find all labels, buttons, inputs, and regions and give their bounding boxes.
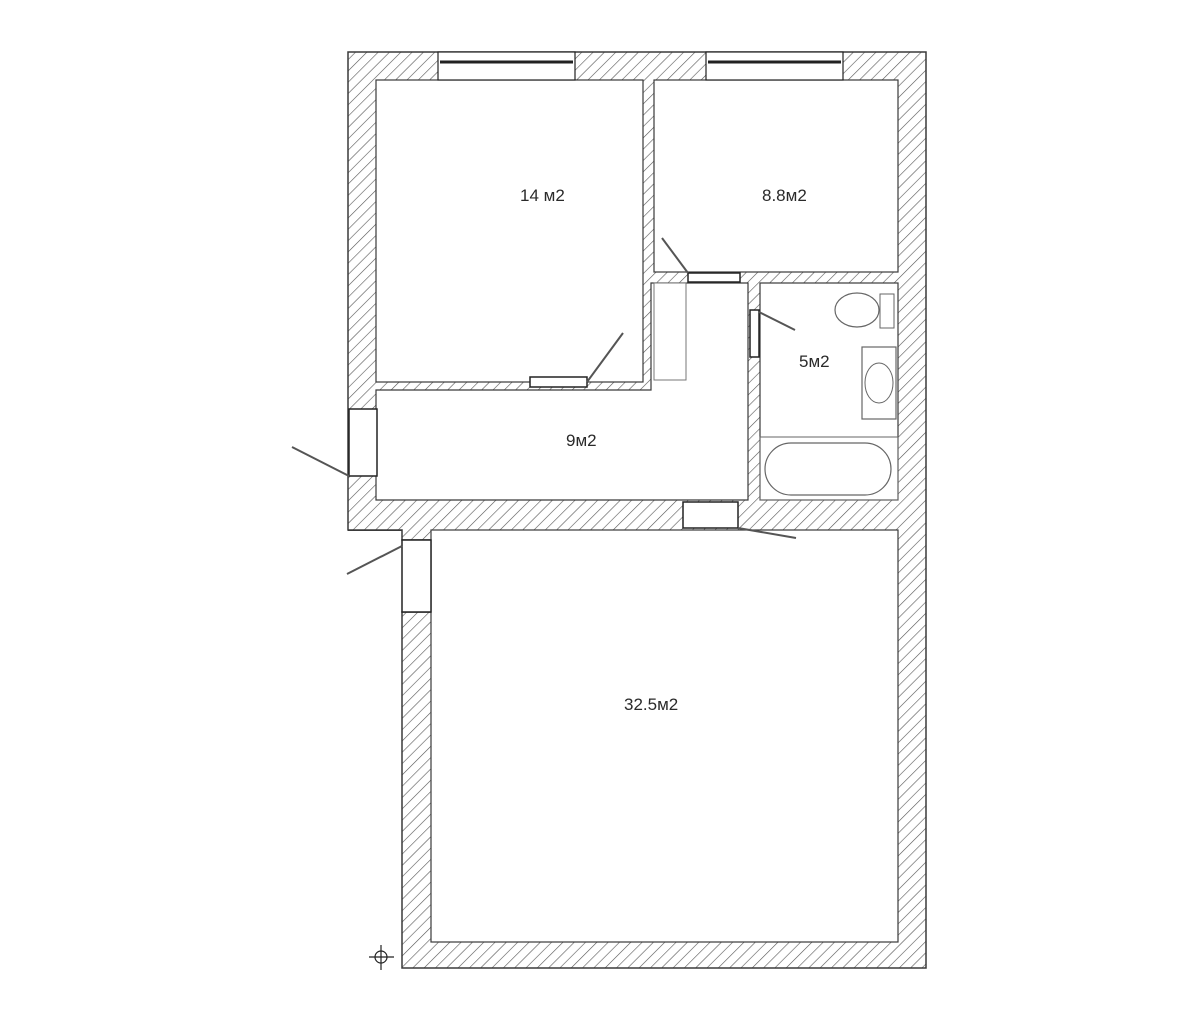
fixtures [759,292,899,501]
door-entrance [348,408,378,477]
room-bedroom-2 [653,79,899,273]
doors [291,237,797,613]
door-bathroom [749,309,760,358]
room-living [430,529,899,943]
room-label-bedroom-1: 14 м2 [520,186,565,205]
sink-icon [861,346,897,420]
origin-marker-icon [369,945,394,970]
door-living [682,501,739,529]
room-bedroom-1 [375,79,644,383]
room-label-bathroom: 5м2 [799,352,830,371]
door-balcony [401,539,432,613]
door-bedroom-2 [687,272,741,283]
room-label-bedroom-2: 8.8м2 [762,186,807,205]
door-bedroom-1 [529,376,588,388]
windows [437,51,844,81]
closet [653,282,687,381]
toilet-icon [834,292,880,328]
walls [347,51,927,969]
room-label-hallway: 9м2 [566,431,597,450]
bathtub-icon [759,436,899,501]
room-label-living-room: 32.5м2 [624,695,678,714]
